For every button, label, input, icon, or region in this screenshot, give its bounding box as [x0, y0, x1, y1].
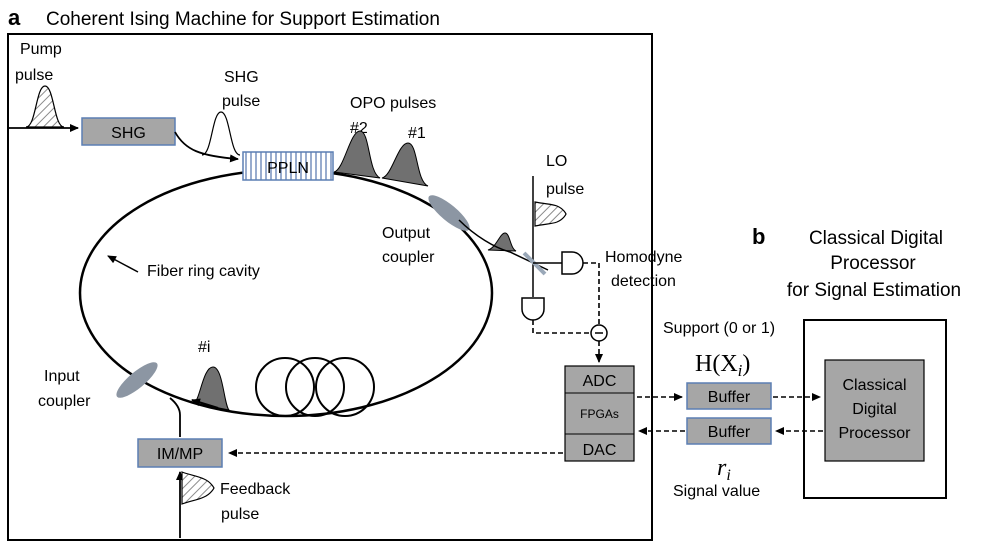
buffer-bottom-box	[686, 417, 772, 445]
buffer-top-box	[686, 382, 772, 410]
fpgas-label: FPGAs	[580, 407, 619, 421]
lo-label-2: pulse	[546, 181, 584, 198]
pump-pulse-icon	[25, 85, 65, 128]
hx-label: H(Xi)	[695, 351, 750, 380]
buffer-top-label: Buffer	[708, 389, 751, 406]
pulse-1-label: #1	[408, 125, 426, 142]
panel-b-title-2: Processor	[830, 253, 916, 274]
homodyne-label-1: Homodyne	[605, 249, 682, 266]
r-label: ri	[717, 455, 731, 484]
output-coupler-label-1: Output	[382, 225, 431, 242]
pulse-i-label: #i	[198, 339, 210, 356]
ppln-box-label: PPLN	[267, 160, 309, 177]
output-pulse	[487, 232, 517, 252]
support-label: Support (0 or 1)	[663, 320, 775, 337]
homodyne-label-2: detection	[611, 273, 676, 290]
panel-a-frame	[7, 33, 653, 541]
output-coupler	[428, 195, 470, 231]
panel-a-letter: a	[8, 5, 21, 30]
panel-b-title-1: Classical Digital	[809, 228, 943, 249]
pump-label-2: pulse	[15, 67, 53, 84]
ppln-box	[242, 151, 334, 181]
detector-right-icon	[561, 251, 584, 275]
shg-box	[81, 117, 176, 146]
pulse-i	[192, 366, 231, 411]
dash-right-det	[583, 262, 600, 325]
panel-b-title-3: for Signal Estimation	[787, 280, 961, 301]
ring-direction-arrow	[191, 398, 219, 409]
panel-b-letter: b	[752, 224, 765, 249]
feedback-label-1: Feedback	[220, 481, 291, 498]
panel-b-frame	[803, 319, 947, 499]
shg-to-ppln-arrow	[174, 131, 239, 163]
cdp-label-2: Digital	[852, 401, 896, 418]
input-coupler-label-2: coupler	[38, 393, 91, 410]
opo-pulse-2	[333, 130, 381, 179]
detector-bottom-icon	[521, 297, 545, 321]
dash-bottom-det	[532, 320, 589, 334]
feedback-label-2: pulse	[221, 506, 259, 523]
fiber-ring-pointer	[107, 255, 139, 273]
lo-pulse-icon	[534, 201, 567, 227]
immp-box	[137, 438, 223, 468]
feedback-pulse-icon	[181, 471, 215, 505]
panel-a-title: Coherent Ising Machine for Support Estim…	[46, 9, 440, 30]
opo-pulse-1	[381, 142, 429, 187]
shg-pulse-label-1: SHG	[224, 69, 259, 86]
dac-label: DAC	[583, 442, 617, 459]
opo-pulses-label: OPO pulses	[350, 95, 436, 112]
input-coupler	[116, 362, 158, 398]
output-coupler-label-2: coupler	[382, 249, 435, 266]
shg-box-label: SHG	[111, 125, 146, 142]
cdp-label-3: Processor	[838, 425, 911, 442]
input-coupler-label-1: Input	[44, 368, 80, 385]
output-path	[458, 219, 549, 271]
signal-value-label: Signal value	[673, 483, 760, 500]
adc-label: ADC	[583, 373, 617, 390]
immp-to-input-coupler	[169, 397, 181, 437]
cdp-label-1: Classical	[842, 377, 906, 394]
fiber-ring-label: Fiber ring cavity	[147, 263, 260, 280]
lo-label-1: LO	[546, 153, 567, 170]
buffer-bottom-label: Buffer	[708, 424, 751, 441]
cdp-box	[824, 359, 925, 462]
shg-pulse-icon	[201, 111, 241, 156]
immp-box-label: IM/MP	[157, 446, 203, 463]
fiber-coils	[255, 357, 375, 417]
pump-label-1: Pump	[20, 41, 62, 58]
fpga-stack	[564, 365, 635, 462]
shg-pulse-label-2: pulse	[222, 93, 260, 110]
